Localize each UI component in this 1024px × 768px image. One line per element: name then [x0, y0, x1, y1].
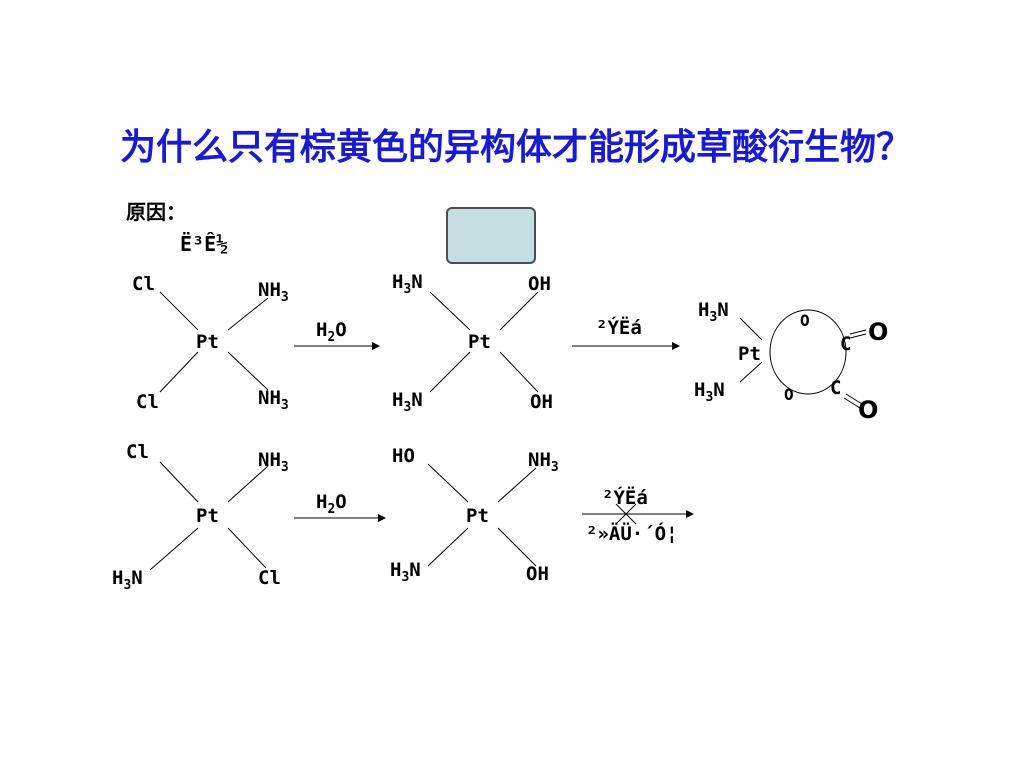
- bond: [227, 351, 269, 391]
- atom-label: O: [784, 385, 794, 404]
- atom-label: C: [840, 333, 851, 355]
- bond: [159, 351, 199, 393]
- bond: [429, 351, 471, 393]
- slide-title: 为什么只有棕黄色的异构体才能形成草酸衍生物？: [120, 127, 913, 168]
- atom-label: Pt: [196, 331, 219, 353]
- atom-label: NH3: [528, 449, 559, 475]
- bond: [497, 527, 537, 567]
- bond: [499, 351, 539, 393]
- atom-label: H3N: [698, 299, 729, 325]
- atom-label: H3N: [392, 389, 423, 415]
- atom-label: NH3: [258, 449, 289, 475]
- atom-label: HO: [392, 445, 415, 467]
- atom-label: NH3: [258, 279, 289, 305]
- atom-label: H3N: [694, 379, 725, 405]
- atom-label: OH: [530, 391, 553, 413]
- reagent-label: ²»ÄÜ·´Ó¦: [586, 521, 678, 545]
- bond: [227, 527, 267, 569]
- bond: [159, 461, 199, 503]
- atom-label: H3N: [112, 567, 143, 593]
- bond: [845, 393, 863, 405]
- bond: [427, 527, 469, 567]
- atom-label: O: [800, 311, 810, 330]
- bond: [849, 333, 867, 339]
- reagent-label: ²ÝËá: [602, 485, 648, 509]
- bond: [227, 465, 269, 503]
- arrowhead: [378, 514, 386, 522]
- atom-label: O: [868, 318, 888, 346]
- bond: [427, 463, 469, 503]
- bond: [497, 467, 537, 503]
- arrowhead: [672, 342, 680, 350]
- bond: [843, 397, 861, 409]
- bond: [849, 329, 867, 335]
- bond: [227, 297, 269, 331]
- atom-label: Pt: [738, 343, 761, 365]
- atom-label: OH: [526, 563, 549, 585]
- atom-label: Cl: [258, 567, 281, 589]
- atom-label: NH3: [258, 387, 289, 413]
- atom-label: C: [830, 377, 841, 399]
- atom-label: O: [858, 396, 878, 424]
- bond-lines: [149, 291, 867, 571]
- atom-label: OH: [528, 273, 551, 295]
- bond: [429, 291, 471, 331]
- reagent-label: H2O: [316, 319, 347, 345]
- reagent-label: H2O: [316, 491, 347, 517]
- reagent-label: ²ÝËá: [596, 315, 642, 339]
- atom-label: Pt: [196, 505, 219, 527]
- atom-label: Cl: [132, 273, 155, 295]
- bond: [739, 361, 763, 383]
- atom-label: Pt: [466, 505, 489, 527]
- atom-label: Cl: [136, 391, 159, 413]
- oxalate-ring: [769, 309, 847, 395]
- arrowheads: [372, 342, 694, 522]
- bond: [739, 317, 763, 341]
- bond: [149, 527, 199, 571]
- cross-mark: [615, 503, 637, 525]
- bond: [499, 291, 539, 331]
- reason-label: 原因：: [126, 200, 186, 224]
- atom-label: H3N: [390, 559, 421, 585]
- atom-label: H3N: [392, 271, 423, 297]
- arrowhead: [686, 510, 694, 518]
- atom-label: Cl: [126, 441, 149, 463]
- highlight-box: [446, 207, 536, 264]
- garbled-caption: Ë³Ê½: [180, 232, 229, 256]
- arrowhead: [372, 342, 380, 350]
- bond: [159, 291, 199, 331]
- atom-label: Pt: [468, 331, 491, 353]
